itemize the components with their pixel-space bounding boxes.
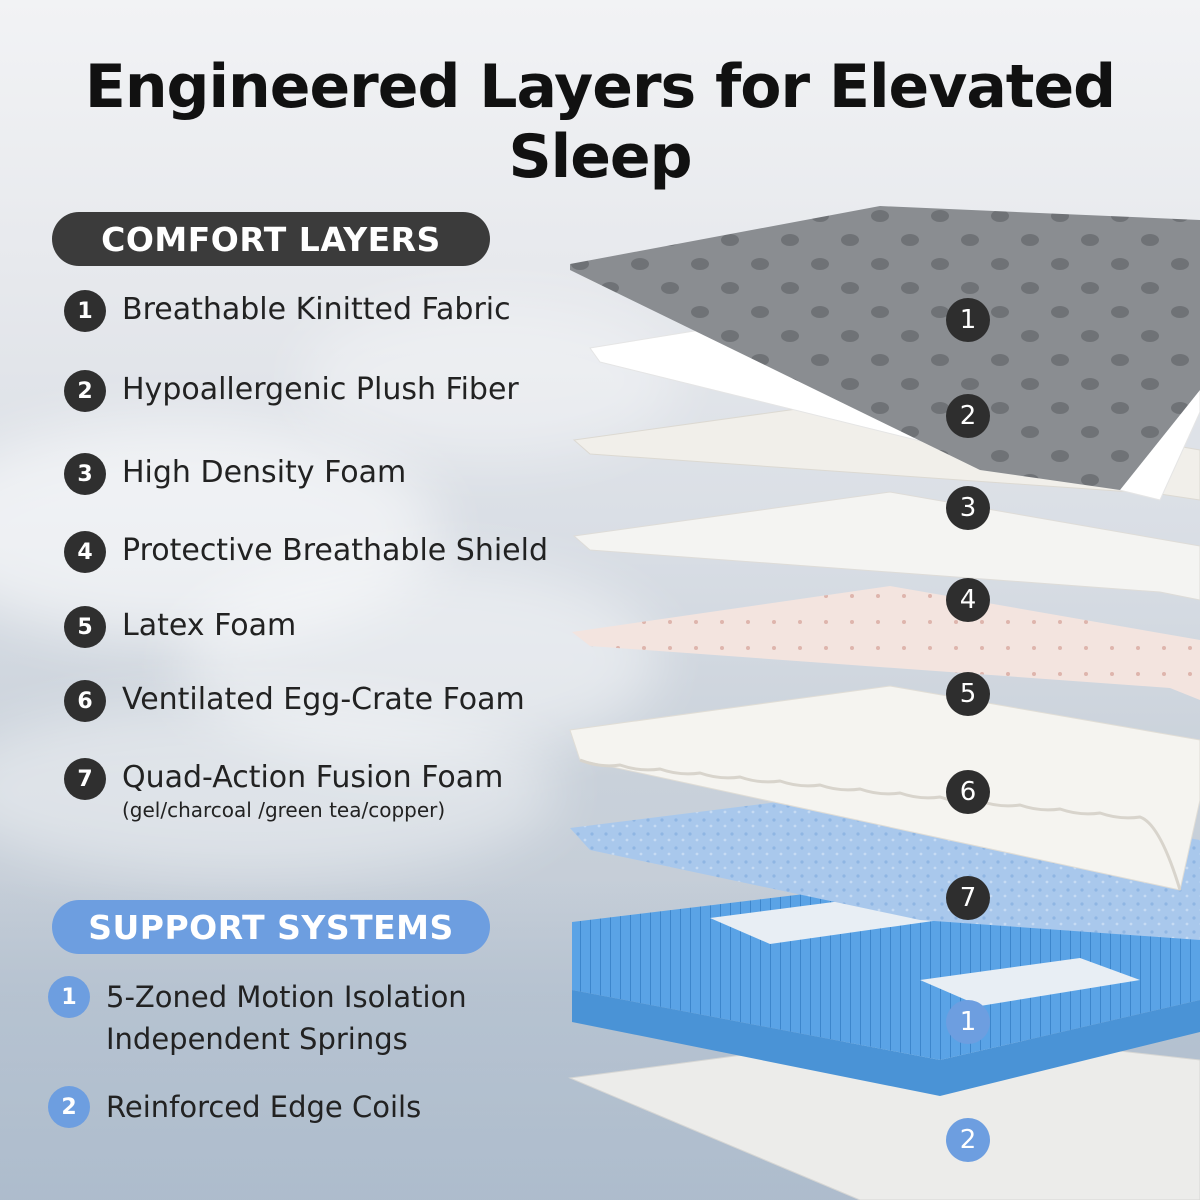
comfort-item-label: Quad-Action Fusion Foam (gel/charcoal /g… xyxy=(122,758,503,822)
layer-springs-side xyxy=(572,990,1200,1096)
support-item: 2 Reinforced Edge Coils xyxy=(48,1086,421,1128)
support-item: 1 5-Zoned Motion Isolation Independent S… xyxy=(48,976,467,1060)
comfort-item: 4 Protective Breathable Shield xyxy=(64,531,548,573)
layer-knit-fabric xyxy=(570,206,1200,490)
comfort-item: 1 Breathable Kinitted Fabric xyxy=(64,290,511,332)
comfort-layers-heading: COMFORT LAYERS xyxy=(52,212,490,266)
number-badge: 1 xyxy=(64,290,106,332)
comfort-item: 7 Quad-Action Fusion Foam (gel/charcoal … xyxy=(64,758,503,822)
number-badge: 7 xyxy=(64,758,106,800)
comfort-item-main: Quad-Action Fusion Foam xyxy=(122,760,504,795)
comfort-item: 3 High Density Foam xyxy=(64,453,406,495)
comfort-item: 5 Latex Foam xyxy=(64,606,296,648)
comfort-item-label: Protective Breathable Shield xyxy=(122,533,549,568)
layer-marker-badge: 1 xyxy=(946,298,990,342)
number-badge: 1 xyxy=(48,976,90,1018)
support-item-label: 5-Zoned Motion Isolation Independent Spr… xyxy=(106,976,467,1060)
layer-marker-badge: 2 xyxy=(946,1118,990,1162)
support-item-label: Reinforced Edge Coils xyxy=(106,1090,422,1124)
mattress-layers-illustration: 1 2 3 4 5 6 7 1 2 xyxy=(560,200,1200,1200)
support-item-line: Independent Springs xyxy=(106,1022,408,1056)
layer-marker-badge: 5 xyxy=(946,672,990,716)
support-systems-heading: SUPPORT SYSTEMS xyxy=(52,900,490,954)
comfort-item: 2 Hypoallergenic Plush Fiber xyxy=(64,370,519,412)
spring-zone-white xyxy=(920,958,1140,1006)
comfort-item-label: Hypoallergenic Plush Fiber xyxy=(122,372,519,407)
layer-marker-badge: 6 xyxy=(946,770,990,814)
comfort-item-label: High Density Foam xyxy=(122,455,407,490)
layer-marker-badge: 1 xyxy=(946,1000,990,1044)
layers-svg xyxy=(568,206,1200,1200)
comfort-item-label: Ventilated Egg-Crate Foam xyxy=(122,682,525,717)
cloud-background xyxy=(180,560,660,760)
cloud-background xyxy=(300,300,680,460)
layer-latex-dots xyxy=(572,586,1200,700)
number-badge: 4 xyxy=(64,531,106,573)
layer-protective-shield xyxy=(572,491,1200,601)
comfort-item: 6 Ventilated Egg-Crate Foam xyxy=(64,680,525,722)
page-title: Engineered Layers for Elevated Sleep xyxy=(84,52,1116,192)
number-badge: 6 xyxy=(64,680,106,722)
number-badge: 2 xyxy=(64,370,106,412)
number-badge: 2 xyxy=(48,1086,90,1128)
number-badge: 5 xyxy=(64,606,106,648)
layer-marker-badge: 3 xyxy=(946,486,990,530)
comfort-item-label: Latex Foam xyxy=(122,608,297,643)
comfort-item-subtext: (gel/charcoal /green tea/copper) xyxy=(122,798,446,822)
layer-marker-badge: 4 xyxy=(946,578,990,622)
layer-marker-badge: 2 xyxy=(946,394,990,438)
comfort-item-label: Breathable Kinitted Fabric xyxy=(122,292,511,327)
egg-crate-edge xyxy=(579,758,1182,891)
number-badge: 3 xyxy=(64,453,106,495)
layer-marker-badge: 7 xyxy=(946,876,990,920)
support-item-line: 5-Zoned Motion Isolation xyxy=(106,980,467,1014)
